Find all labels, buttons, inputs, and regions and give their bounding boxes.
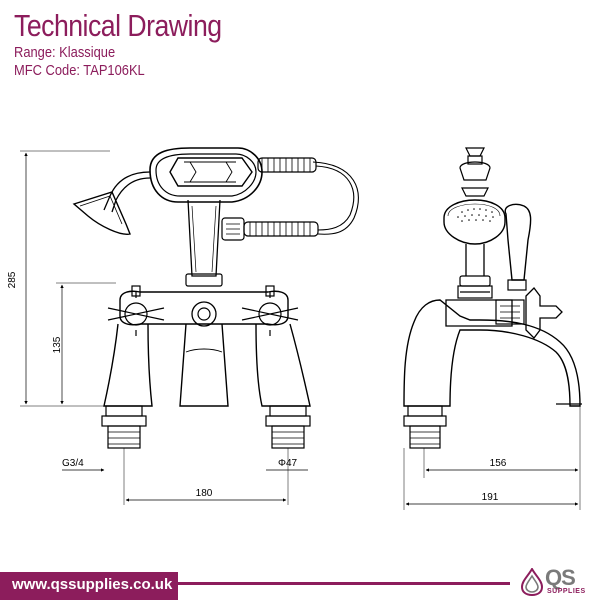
handset-handle xyxy=(169,157,253,187)
dim-overall-height: 285 xyxy=(7,271,18,288)
side-dimensions xyxy=(403,406,581,510)
cradle xyxy=(149,147,263,203)
leg-right xyxy=(255,323,311,407)
inlet-side xyxy=(403,405,447,449)
valve-body xyxy=(119,290,289,326)
cross-handle-side xyxy=(525,287,563,339)
dim-centres: 180 xyxy=(196,488,213,499)
dim-spout-reach: 156 xyxy=(490,458,507,469)
hose-lower xyxy=(221,217,319,241)
side-view xyxy=(403,147,582,449)
range-label: Range: Klassique xyxy=(14,44,116,61)
lever-handle xyxy=(504,203,532,281)
logo-text: QS xyxy=(545,565,576,590)
front-view xyxy=(72,147,359,449)
dim-total-depth: 191 xyxy=(482,492,499,503)
dim-body-height: 135 xyxy=(52,336,63,353)
dim-thread: G3/4 xyxy=(62,458,84,469)
leg-left xyxy=(103,323,153,407)
mfc-code-label: MFC Code: TAP106KL xyxy=(14,62,145,79)
dim-pipe-diameter: Φ47 xyxy=(278,458,298,469)
cross-handle-left xyxy=(107,285,165,336)
valve-body-side xyxy=(445,299,513,327)
inlet-left xyxy=(101,405,147,449)
inlet-right xyxy=(265,405,311,449)
website-url[interactable]: www.qssupplies.co.uk xyxy=(12,576,173,593)
footer-bar: www.qssupplies.co.uk xyxy=(0,572,178,600)
spout-side xyxy=(403,299,581,407)
qs-supplies-logo: QS SUPPLIES xyxy=(520,565,598,598)
spout-front xyxy=(179,323,229,407)
cross-handle-right xyxy=(241,285,299,336)
logo-subtext: SUPPLIES xyxy=(547,588,586,595)
shower-head xyxy=(72,191,131,235)
droplet-icon xyxy=(520,568,544,596)
drawing-title: Technical Drawing xyxy=(14,8,222,43)
footer-rule xyxy=(178,582,510,585)
front-dimensions xyxy=(20,150,308,505)
shower-head-side xyxy=(443,199,506,245)
technical-drawing: 285 135 G3/4 Φ47 180 156 191 xyxy=(7,147,582,510)
hose-upper xyxy=(257,157,317,173)
